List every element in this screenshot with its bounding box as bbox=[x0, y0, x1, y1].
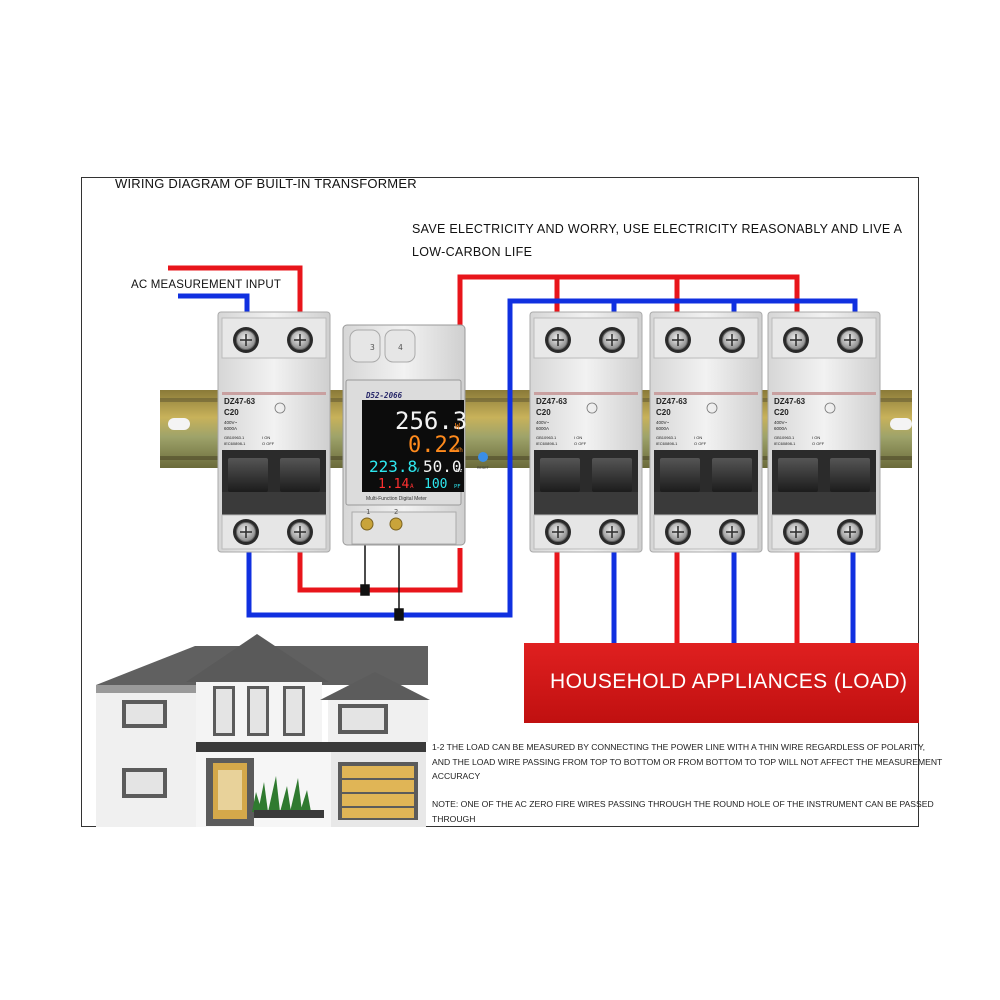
certification-mark-icon bbox=[824, 402, 836, 414]
breaker-lever-left bbox=[660, 458, 700, 492]
meter-energy-value: 0.22 bbox=[408, 433, 461, 458]
breaker-standard-2: IEC60898-1 bbox=[536, 441, 558, 446]
breaker-off-mark: O OFF bbox=[694, 441, 707, 446]
meter-current-unit: A bbox=[410, 483, 414, 490]
breaker-model: DZ47-63 bbox=[656, 397, 688, 406]
meter-voltage-value: 223.8 bbox=[369, 457, 417, 476]
breaker-lever-left bbox=[228, 458, 268, 492]
breaker-on-mark: I ON bbox=[574, 435, 582, 440]
breaker-standard-2: IEC60898-1 bbox=[224, 441, 246, 446]
meter-caption: Multi-Function Digital Meter bbox=[366, 496, 427, 502]
breaker-rating: C20 bbox=[536, 408, 551, 417]
meter-pf-unit: PF bbox=[454, 484, 461, 490]
neutral-wires bbox=[178, 293, 858, 645]
meter-energy-unit: kWh bbox=[452, 447, 463, 454]
breaker-lever-right bbox=[280, 458, 320, 492]
breaker-lever-right bbox=[712, 458, 752, 492]
breaker-on-mark: I ON bbox=[262, 435, 270, 440]
breaker-rating: C20 bbox=[224, 408, 239, 417]
breaker-lever-right bbox=[830, 458, 870, 492]
meter-power-unit: W bbox=[455, 422, 460, 431]
breaker-on-mark: I ON bbox=[694, 435, 702, 440]
breaker-model: DZ47-63 bbox=[774, 397, 806, 406]
breaker-lever-right bbox=[592, 458, 632, 492]
breaker-off-mark: O OFF bbox=[812, 441, 825, 446]
breaker-capacity: 6000A bbox=[656, 426, 669, 431]
slogan-line-1: SAVE ELECTRICITY AND WORRY, USE ELECTRIC… bbox=[412, 222, 903, 236]
breaker-standard-1: GB10963.1 bbox=[656, 435, 677, 440]
house-illustration bbox=[96, 634, 430, 827]
digital-meter bbox=[342, 324, 488, 546]
meter-reset-label: RESET bbox=[477, 466, 490, 470]
breaker-off-mark: O OFF bbox=[574, 441, 587, 446]
meter-terminal-3: 3 bbox=[370, 343, 375, 352]
meter-terminal-2: 2 bbox=[394, 508, 398, 516]
breaker-standard-1: GB10963.1 bbox=[536, 435, 557, 440]
meter-terminal-1: 1 bbox=[366, 508, 370, 516]
slogan-line-2: LOW-CARBON LIFE bbox=[412, 245, 533, 259]
breaker-capacity: 6000A bbox=[536, 426, 549, 431]
meter-frequency-unit: Hz bbox=[456, 468, 463, 474]
load-box bbox=[524, 643, 919, 723]
breaker-capacity: 6000A bbox=[224, 426, 237, 431]
breaker-voltage: 400V~ bbox=[656, 420, 670, 425]
meter-pf-value: 100 bbox=[424, 477, 447, 492]
meter-voltage-unit: V bbox=[416, 467, 420, 474]
breaker-model: DZ47-63 bbox=[224, 397, 256, 406]
breaker-voltage: 400V~ bbox=[224, 420, 238, 425]
breaker-standard-1: GB10963.1 bbox=[774, 435, 795, 440]
breaker-standard-1: GB10963.1 bbox=[224, 435, 245, 440]
note-measurement: 1-2 THE LOAD CAN BE MEASURED BY CONNECTI… bbox=[432, 742, 943, 781]
note-zero-fire-wire: NOTE: ONE OF THE AC ZERO FIRE WIRES PASS… bbox=[432, 799, 934, 824]
breaker-rating: C20 bbox=[656, 408, 671, 417]
certification-mark-icon bbox=[706, 402, 718, 414]
meter-frequency-value: 50.0 bbox=[423, 457, 462, 476]
meter-terminal-4: 4 bbox=[398, 343, 403, 352]
meter-current-value: 1.14 bbox=[378, 477, 409, 492]
breaker-off-mark: O OFF bbox=[262, 441, 275, 446]
diagram-frame bbox=[81, 177, 919, 827]
certification-mark-icon bbox=[586, 402, 598, 414]
breaker-model: DZ47-63 bbox=[536, 397, 568, 406]
certification-mark-icon bbox=[274, 402, 286, 414]
meter-power-value: 256.3 bbox=[395, 407, 467, 435]
breaker-standard-2: IEC60898-1 bbox=[656, 441, 678, 446]
breaker-on-mark: I ON bbox=[812, 435, 820, 440]
breaker-lever-left bbox=[778, 458, 818, 492]
breaker-voltage: 400V~ bbox=[774, 420, 788, 425]
load-label: HOUSEHOLD APPLIANCES (LOAD) bbox=[550, 670, 908, 693]
meter-model: D52-2066 bbox=[365, 391, 403, 400]
diagram-title: WIRING DIAGRAM OF BUILT-IN TRANSFORMER bbox=[115, 176, 417, 191]
ac-measurement-input-label: AC MEASUREMENT INPUT bbox=[131, 279, 282, 291]
breaker-rating: C20 bbox=[774, 408, 789, 417]
breaker-capacity: 6000A bbox=[774, 426, 787, 431]
breaker-lever-left bbox=[540, 458, 580, 492]
breaker-voltage: 400V~ bbox=[536, 420, 550, 425]
breaker-standard-2: IEC60898-1 bbox=[774, 441, 796, 446]
